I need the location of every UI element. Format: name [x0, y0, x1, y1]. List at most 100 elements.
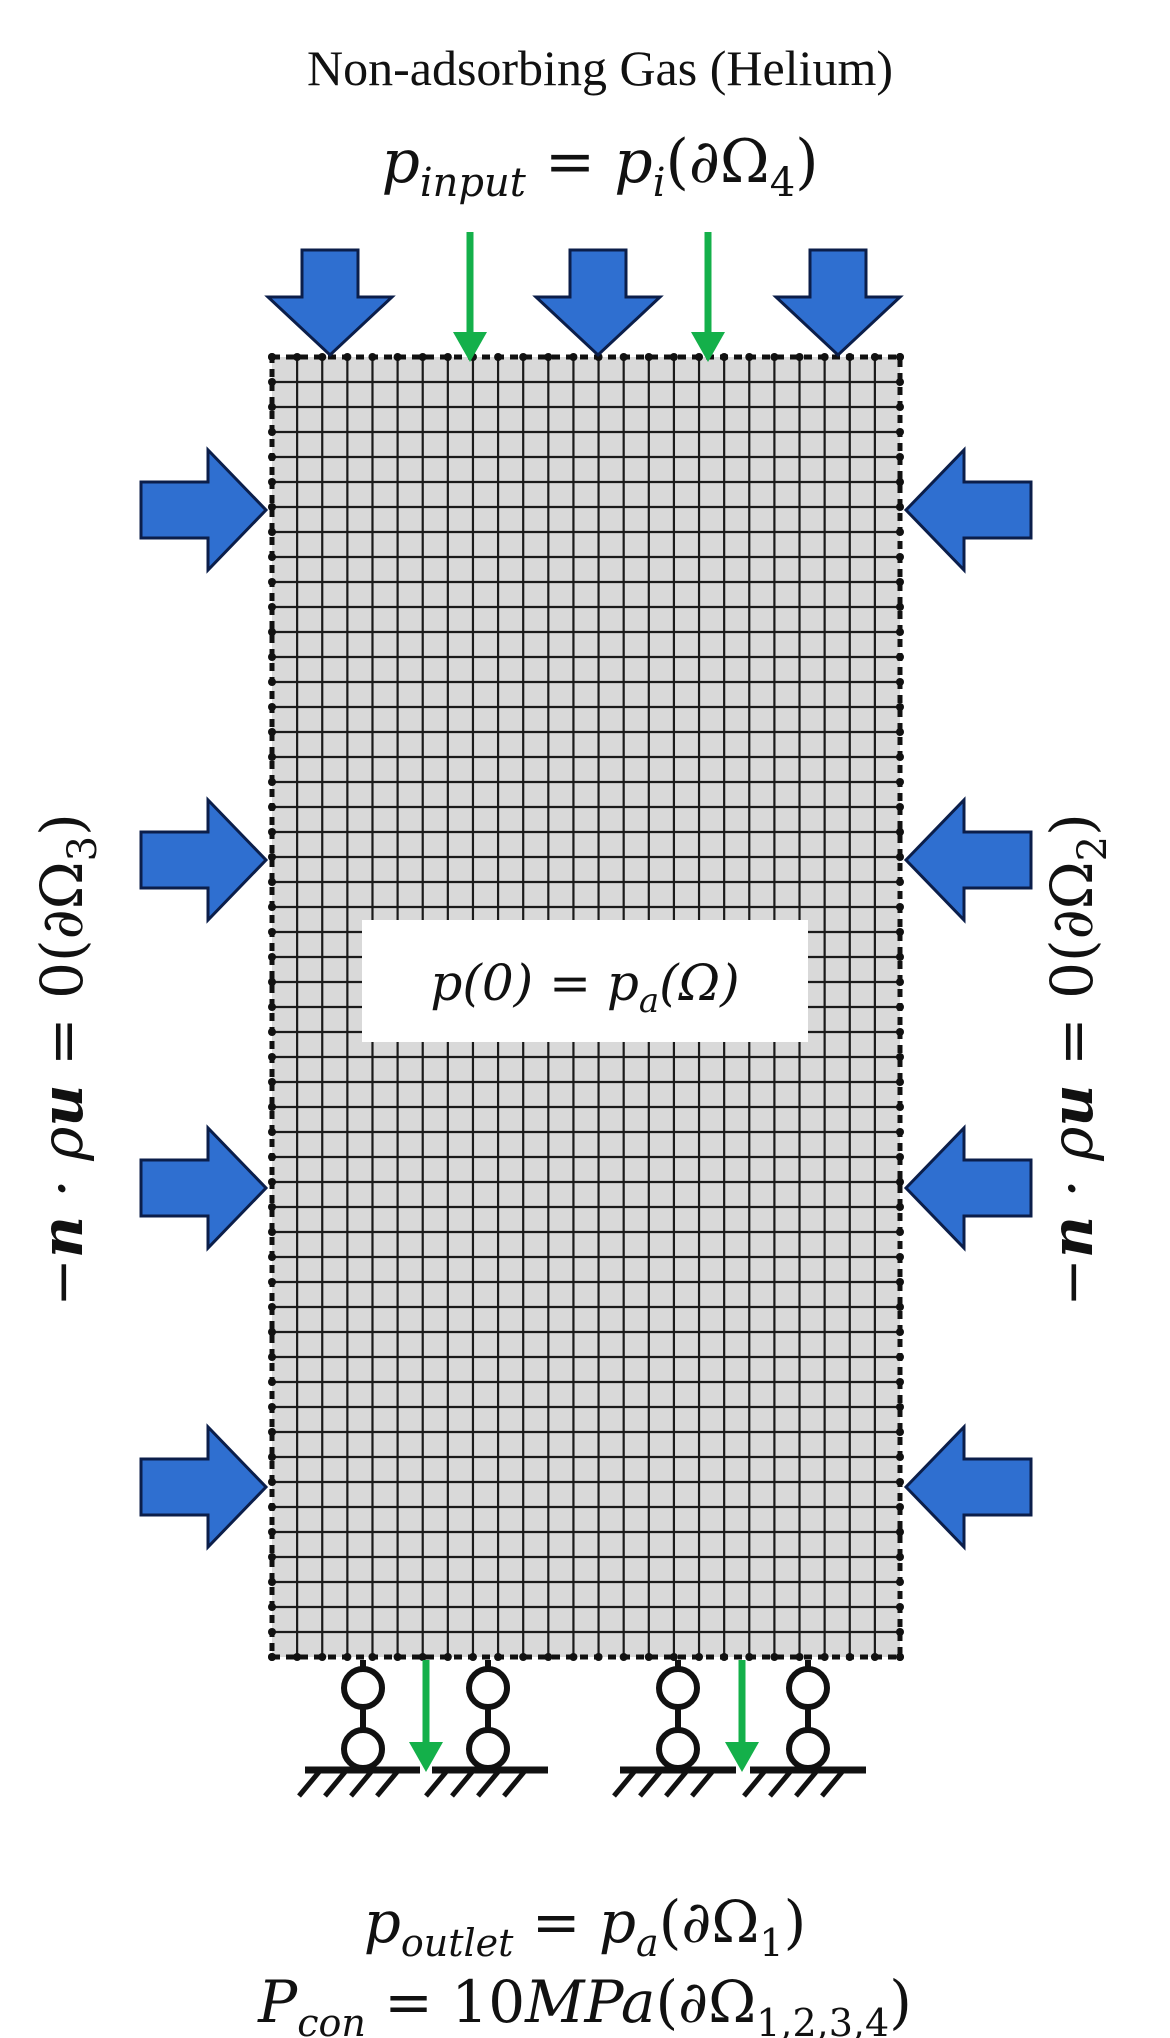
boundary-node — [268, 853, 276, 861]
boundary-node — [896, 1603, 904, 1611]
load-arrow-icon — [139, 446, 269, 574]
ground-hatch-icon — [638, 1770, 662, 1798]
boundary-node — [896, 1203, 904, 1211]
boundary-node — [268, 1428, 276, 1436]
boundary-node — [293, 1653, 302, 1661]
boundary-node — [268, 1153, 276, 1161]
boundary-node — [896, 678, 904, 686]
roller-support-icon — [786, 1727, 830, 1771]
boundary-node — [268, 1403, 276, 1411]
load-arrow-icon — [903, 446, 1033, 574]
roller-support-icon — [656, 1727, 700, 1771]
boundary-node — [343, 353, 352, 361]
boundary-node — [443, 353, 452, 361]
boundary-node — [896, 1128, 904, 1136]
boundary-node — [268, 528, 276, 536]
boundary-node — [896, 1553, 904, 1561]
boundary-node — [268, 978, 276, 986]
boundary-node — [293, 353, 302, 361]
boundary-node — [418, 353, 427, 361]
boundary-node — [896, 353, 904, 361]
boundary-node — [896, 1403, 904, 1411]
load-arrow-icon — [903, 1423, 1033, 1551]
boundary-node — [896, 1453, 904, 1461]
roller-support-icon — [341, 1666, 385, 1710]
load-arrow-icon — [139, 796, 269, 924]
flow-arrow-icon — [691, 332, 725, 362]
boundary-node — [268, 403, 276, 411]
boundary-node — [443, 1653, 452, 1661]
boundary-node — [896, 1053, 904, 1061]
boundary-node — [268, 953, 276, 961]
boundary-node — [268, 1603, 276, 1611]
boundary-node — [594, 1653, 603, 1661]
boundary-node — [268, 1003, 276, 1011]
boundary-node — [720, 353, 729, 361]
boundary-node — [896, 1503, 904, 1511]
ground-hatch-icon — [297, 1770, 321, 1798]
load-arrow-icon — [139, 1124, 269, 1252]
roller-support-icon — [786, 1666, 830, 1710]
flow-arrows — [409, 232, 759, 1772]
boundary-node — [268, 1028, 276, 1036]
boundary-node — [896, 1378, 904, 1386]
boundary-node — [268, 1128, 276, 1136]
boundary-node — [268, 653, 276, 661]
boundary-node — [268, 378, 276, 386]
ground-hatch-icon — [450, 1770, 474, 1798]
boundary-node — [268, 503, 276, 511]
boundary-node — [268, 353, 276, 361]
flow-arrow-icon — [409, 1742, 443, 1772]
ground-hatch-icon — [323, 1770, 347, 1798]
flow-arrow-icon — [453, 332, 487, 362]
boundary-node — [268, 678, 276, 686]
input-boundary-condition: pinput = pi(∂Ω4) — [381, 127, 818, 206]
boundary-node — [268, 453, 276, 461]
ground-hatch-icon — [768, 1770, 792, 1798]
boundary-node — [896, 1153, 904, 1161]
ground-hatch-icon — [612, 1770, 636, 1798]
load-arrow-icon — [772, 248, 904, 358]
boundary-node — [268, 1178, 276, 1186]
boundary-node — [745, 1653, 754, 1661]
ground-hatch-icon — [690, 1770, 714, 1798]
boundary-node — [896, 403, 904, 411]
boundary-node — [268, 1203, 276, 1211]
boundary-node — [896, 1328, 904, 1336]
boundary-node — [268, 1528, 276, 1536]
boundary-node — [896, 903, 904, 911]
boundary-node — [268, 1578, 276, 1586]
ground-hatch-icon — [424, 1770, 448, 1798]
boundary-node — [896, 1028, 904, 1036]
boundary-node — [519, 1653, 528, 1661]
ground-hatch-icon — [664, 1770, 688, 1798]
boundary-node — [896, 503, 904, 511]
boundary-node — [896, 1428, 904, 1436]
boundary-node — [820, 1653, 829, 1661]
boundary-node — [343, 1653, 352, 1661]
boundary-node — [268, 1378, 276, 1386]
boundary-node — [896, 1303, 904, 1311]
boundary-node — [896, 453, 904, 461]
boundary-node — [896, 603, 904, 611]
boundary-node — [896, 478, 904, 486]
boundary-node — [896, 753, 904, 761]
boundary-node — [644, 1653, 653, 1661]
boundary-node — [268, 1103, 276, 1111]
boundary-node — [268, 1303, 276, 1311]
boundary-node — [870, 353, 879, 361]
boundary-node — [268, 878, 276, 886]
boundary-node — [896, 1578, 904, 1586]
boundary-node — [896, 578, 904, 586]
boundary-node — [268, 1453, 276, 1461]
boundary-node — [896, 778, 904, 786]
boundary-node — [268, 1078, 276, 1086]
boundary-node — [418, 1653, 427, 1661]
boundary-node — [896, 528, 904, 536]
boundary-node — [268, 728, 276, 736]
boundary-node — [268, 1253, 276, 1261]
boundary-node — [896, 378, 904, 386]
left-boundary-condition: −n · ρu = 0(∂Ω3) — [28, 813, 106, 1307]
ground-hatch-icon — [349, 1770, 373, 1798]
